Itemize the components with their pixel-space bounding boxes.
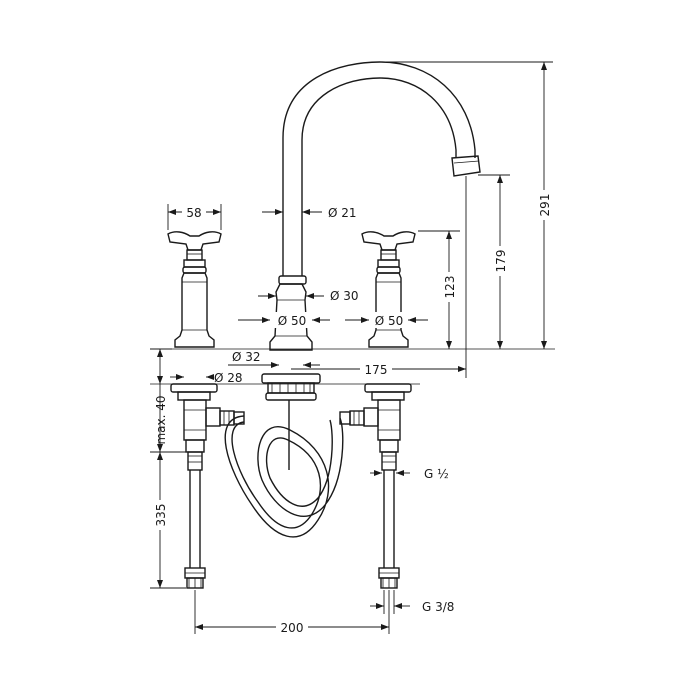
dim-label-335: 335 — [154, 504, 168, 527]
dim-label-200: 200 — [281, 621, 304, 635]
dim-label-o32: Ø 32 — [232, 350, 261, 364]
dim-spout-height: 179 — [478, 174, 510, 349]
dim-label-o50-spout: Ø 50 — [278, 314, 307, 328]
dim-label-g-3-8: G 3/8 — [422, 600, 454, 614]
right-valve — [339, 231, 416, 589]
dim-thread-three-eighths: G 3/8 — [370, 590, 454, 614]
dim-label-o21: Ø 21 — [328, 206, 357, 220]
dim-spout-base: Ø 30 — [258, 289, 359, 303]
dim-label-o28: Ø 28 — [214, 371, 243, 385]
dim-label-175: 175 — [365, 363, 388, 377]
dim-max-deck: max. 40 — [150, 348, 186, 453]
dim-center-spacing: 200 — [194, 590, 390, 635]
spout — [261, 61, 481, 470]
dim-spout-flange: Ø 50 — [238, 312, 330, 328]
dim-hole-spout: Ø 32 — [228, 350, 320, 368]
dim-label-o30: Ø 30 — [330, 289, 359, 303]
dim-label-g-half: G ½ — [424, 467, 449, 481]
dim-spout-diameter: Ø 21 — [262, 206, 357, 220]
dim-handle-width: 58 — [167, 204, 222, 230]
dim-spout-reach: 175 — [291, 176, 467, 378]
dim-valve-flange: Ø 50 — [345, 312, 428, 328]
dim-label-179: 179 — [494, 250, 508, 273]
left-valve — [167, 231, 245, 589]
dim-thread-half: G ½ — [370, 467, 449, 481]
dim-hose-length: 335 — [150, 452, 186, 589]
dim-valve-height: 123 — [418, 230, 460, 349]
dim-label-o50-valve: Ø 50 — [375, 314, 404, 328]
dim-label-291: 291 — [538, 194, 552, 217]
dim-label-58: 58 — [186, 206, 201, 220]
dim-label-max40: max. 40 — [154, 395, 168, 444]
dim-hole-valve: Ø 28 — [170, 371, 243, 385]
connecting-hose-loop — [224, 415, 344, 538]
dim-label-123: 123 — [443, 276, 457, 299]
dim-overall-height: 291 — [380, 61, 553, 349]
